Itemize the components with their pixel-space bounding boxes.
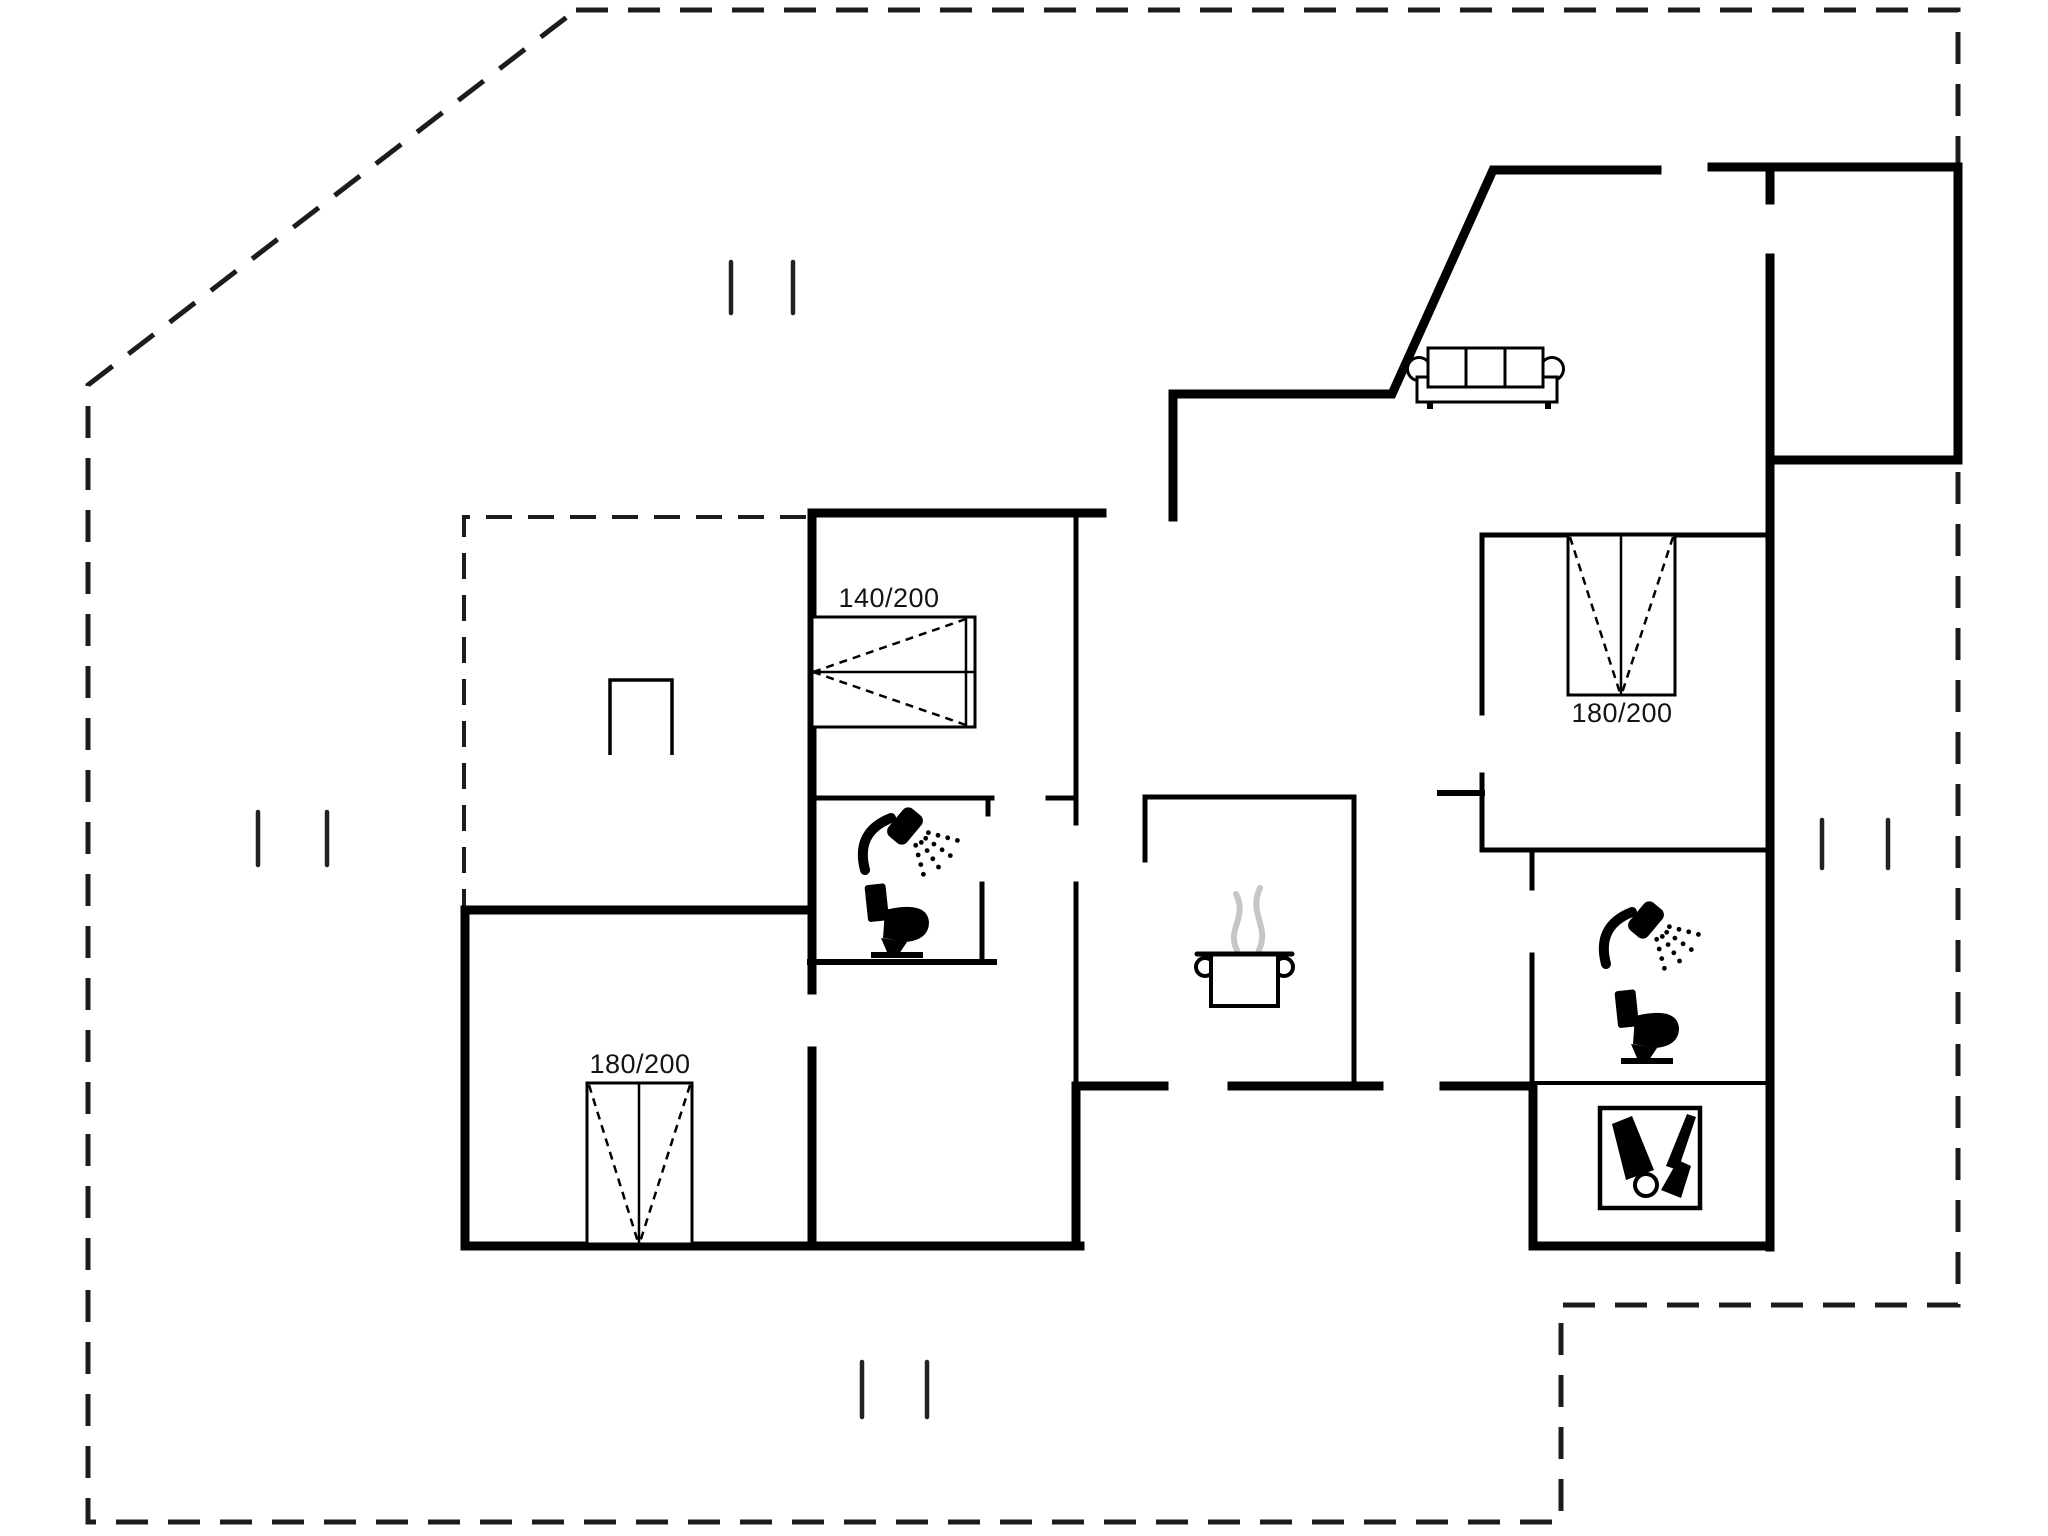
window-mark-icon	[1819, 817, 1891, 871]
broom-head	[1661, 1160, 1691, 1198]
sofa-cushion-dividers	[1464, 348, 1507, 387]
window-marks	[255, 259, 1891, 1420]
sofa-icon	[1406, 346, 1565, 409]
window-mark-icon	[859, 1359, 930, 1420]
shower-icon	[1604, 898, 1701, 970]
bedroom-west: 140/200	[810, 583, 977, 729]
wall-south-center-block	[1071, 1081, 1169, 1251]
annex-niche	[608, 678, 674, 755]
toilet-icon	[864, 883, 929, 958]
wall-bath1-north	[809, 795, 1079, 817]
wall-kitchen	[1142, 794, 1357, 1089]
bedroom-south: 180/200	[585, 1049, 694, 1246]
bathroom-east	[1604, 898, 1701, 1064]
bedroom-east: 180/200	[1566, 533, 1677, 728]
annex-boundary	[462, 515, 806, 910]
property-boundary	[85, 7, 1961, 1525]
shower-icon	[863, 804, 960, 876]
cooking-pot-icon	[1209, 952, 1280, 1008]
boundary-north-east-segment	[576, 7, 1961, 167]
toilet-icon	[1614, 989, 1679, 1064]
interior-walls	[807, 510, 1773, 1089]
wall-southwest-corner	[460, 905, 1085, 1251]
exterior-walls	[460, 162, 1963, 1252]
bathroom-west	[863, 804, 960, 958]
bed-size-label: 180/200	[1571, 698, 1672, 728]
steam-icon	[1230, 891, 1243, 953]
wall-west-wing-top	[807, 508, 1107, 995]
bed-size-label: 140/200	[838, 583, 939, 613]
utility-room	[1597, 1105, 1703, 1211]
wall-north-right	[1707, 162, 1963, 465]
wall-living-west	[1168, 165, 1662, 522]
kitchen	[1194, 885, 1295, 1008]
sofa-back	[1426, 346, 1545, 389]
vacuum-wheel	[1633, 1172, 1659, 1198]
broom-handle	[1666, 1114, 1696, 1170]
window-mark-icon	[255, 809, 330, 868]
wall-utility-block	[1439, 1081, 1775, 1251]
steam-icon	[1253, 885, 1266, 953]
window-mark-icon	[728, 259, 796, 316]
bed-size-label: 180/200	[589, 1049, 690, 1079]
vacuum-blade	[1612, 1116, 1654, 1180]
boundary-east-south-west-segment	[85, 8, 1961, 1525]
